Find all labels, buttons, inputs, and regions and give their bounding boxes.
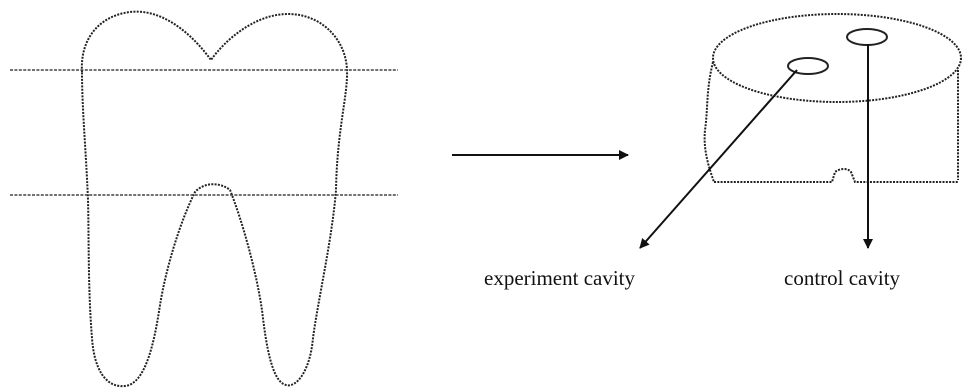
tooth-disc-specimen (703, 13, 962, 183)
experiment-cavity-label: experiment cavity (484, 266, 636, 290)
control-cavity (846, 28, 888, 46)
disc-left-side (703, 61, 715, 183)
experiment-cavity (787, 57, 829, 75)
disc-top-surface (712, 13, 962, 103)
tooth-outline (80, 10, 349, 388)
control-cavity-label: control cavity (784, 266, 901, 290)
experiment-cavity-pointer (639, 69, 798, 249)
disc-bottom-edge (714, 168, 958, 183)
